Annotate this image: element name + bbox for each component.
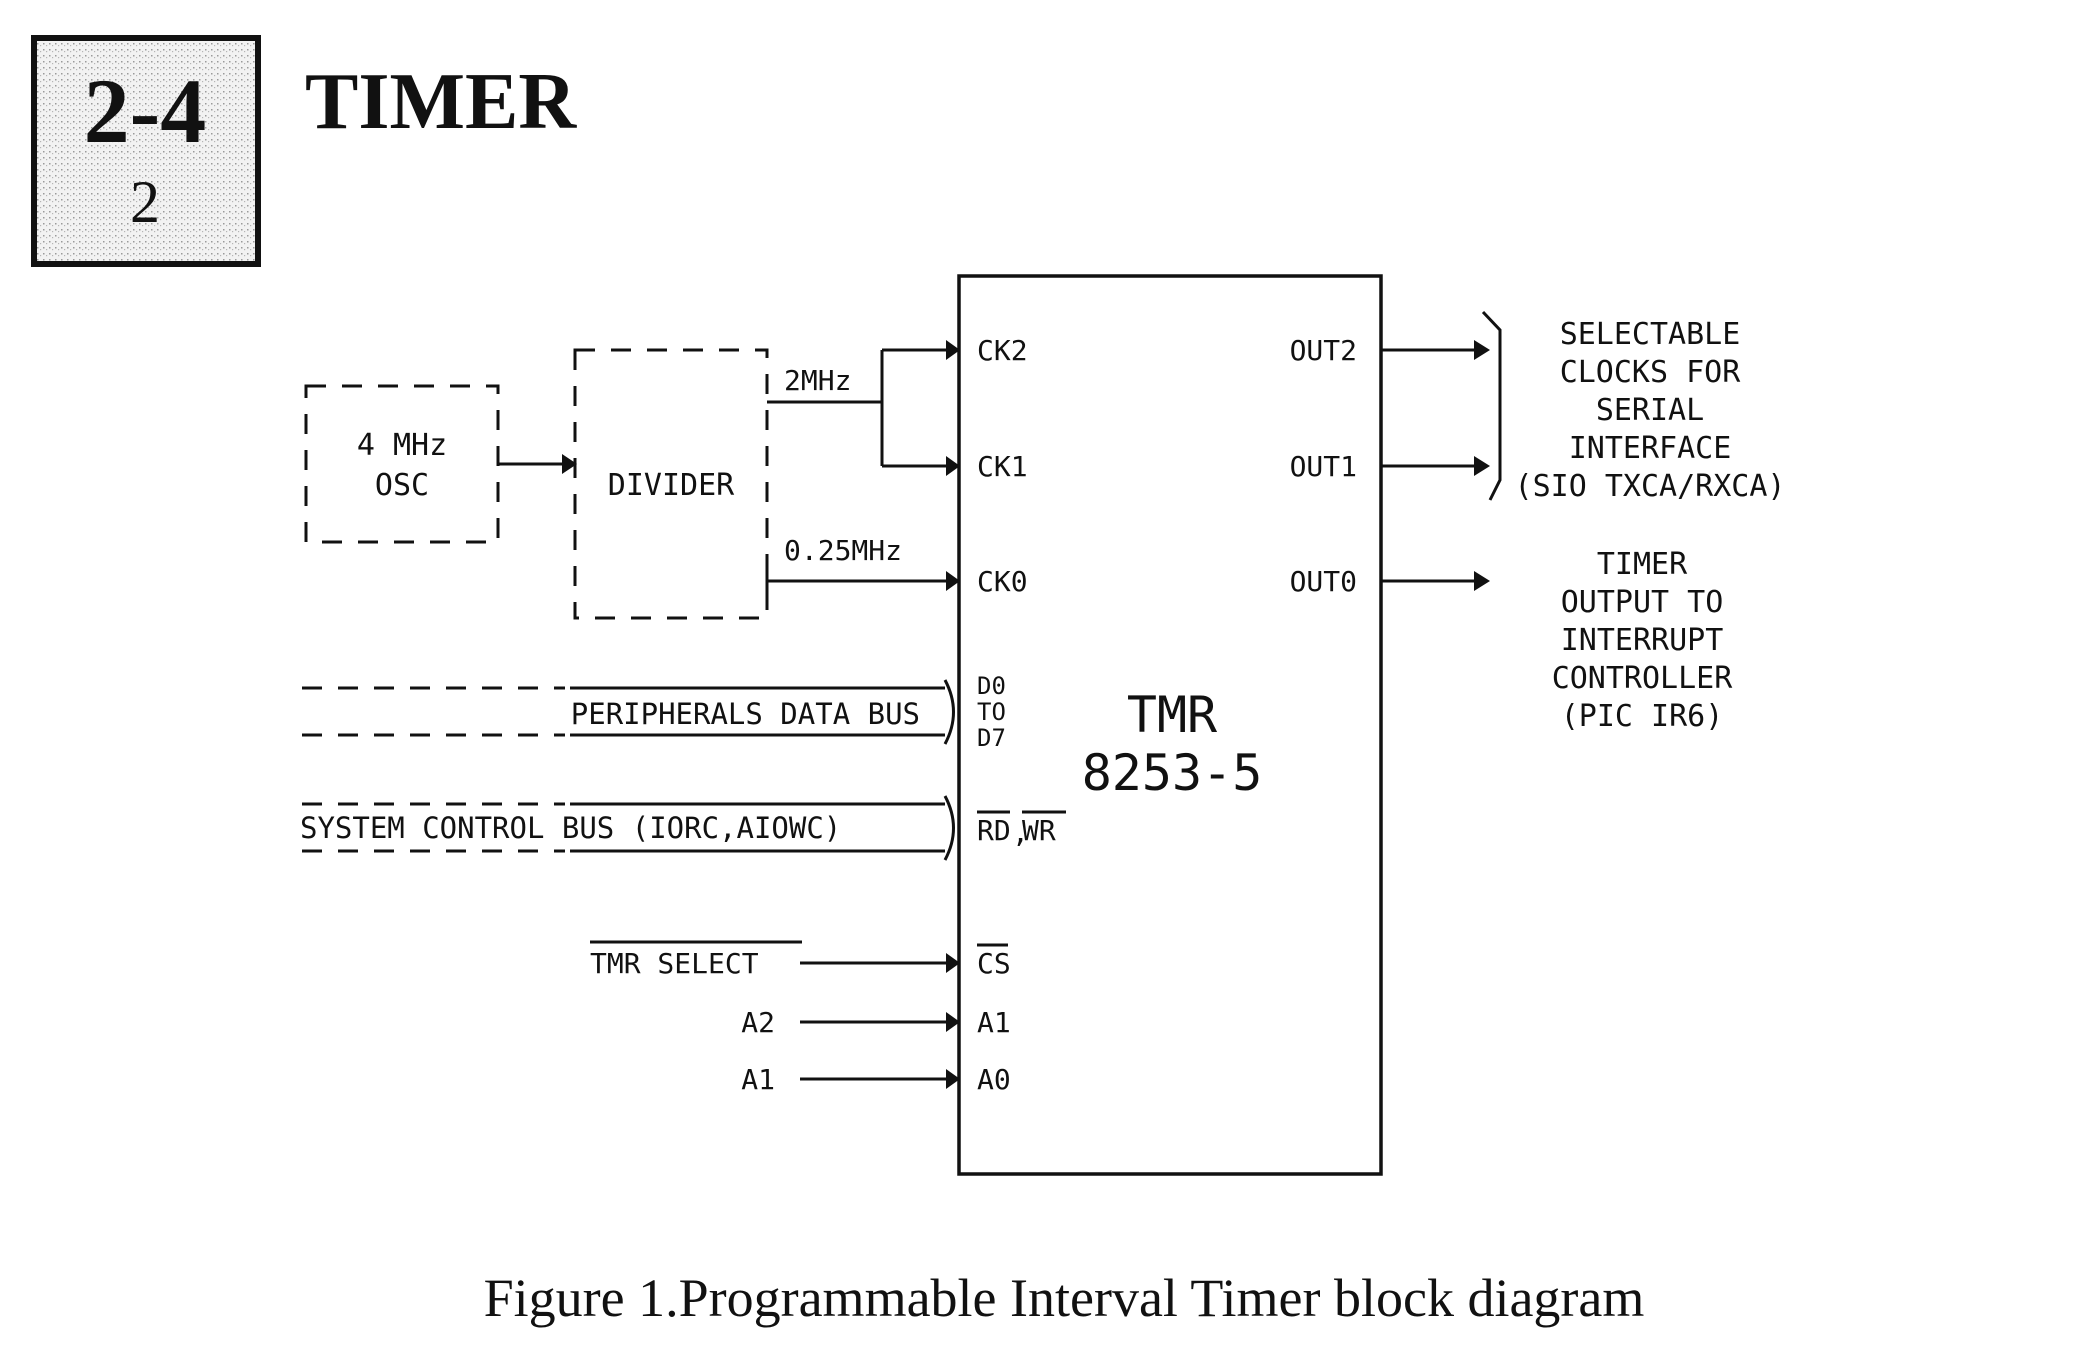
arrow-head-icon: [1474, 340, 1490, 360]
pin-ck0: CK0: [977, 565, 1028, 598]
arrow-head-icon: [946, 1012, 960, 1032]
description-line: CONTROLLER: [1552, 661, 1734, 696]
arrow-head-icon: [562, 454, 577, 474]
peripherals-bus-label: PERIPHERALS DATA BUS: [571, 697, 920, 731]
bus-bracket-icon: [943, 679, 955, 745]
pin-cs: CS: [977, 947, 1011, 980]
pin-separator: ,: [1012, 816, 1029, 849]
timer-chip-8253: [957, 274, 1383, 1176]
tmr-select-label: TMR SELECT: [590, 947, 759, 980]
pin-rd: RD: [977, 814, 1011, 847]
description-line: SERIAL: [1596, 393, 1704, 428]
bracket-icon: [1481, 310, 1502, 501]
arrow-head-icon: [946, 571, 960, 591]
system-control-bus-label: SYSTEM CONTROL BUS (IORC,AIOWC): [300, 811, 841, 845]
freq-025mhz-label: 0.25MHz: [784, 534, 902, 567]
section-number: 2-4: [84, 60, 207, 162]
a2-label: A2: [741, 1006, 775, 1039]
oscillator-block: [304, 384, 500, 544]
oscillator-label-line2: OSC: [375, 468, 429, 503]
description-line: TIMER: [1597, 547, 1688, 582]
arrow-head-icon: [946, 1069, 960, 1089]
description-line: (PIC IR6): [1561, 699, 1724, 734]
a1-label: A1: [741, 1063, 775, 1096]
divider-label: DIVIDER: [608, 468, 735, 503]
description-line: CLOCKS FOR: [1560, 355, 1742, 390]
arrow-head-icon: [1474, 456, 1490, 476]
arrow-head-icon: [946, 340, 960, 360]
system-control-bus: SYSTEM CONTROL BUS (IORC,AIOWC): [300, 795, 955, 861]
freq-2mhz-label: 2MHz: [784, 364, 851, 397]
peripherals-data-bus: PERIPHERALS DATA BUS: [302, 679, 955, 745]
serial-clocks-description: SELECTABLE CLOCKS FOR SERIAL INTERFACE (…: [1515, 317, 1786, 504]
arrow-head-icon: [946, 953, 960, 973]
pin-d7: D7: [977, 724, 1006, 752]
pin-wr: WR: [1022, 814, 1056, 847]
pin-out2: OUT2: [1290, 334, 1357, 367]
figure-caption: Figure 1.Programmable Interval Timer blo…: [484, 1268, 1645, 1328]
pin-ck1: CK1: [977, 450, 1028, 483]
description-line: SELECTABLE: [1560, 317, 1741, 352]
oscillator-label-line1: 4 MHz: [357, 428, 447, 463]
subsection-number: 2: [130, 169, 160, 235]
interrupt-output-description: TIMER OUTPUT TO INTERRUPT CONTROLLER (PI…: [1552, 547, 1734, 734]
arrow-head-icon: [946, 456, 960, 476]
description-line: (SIO TXCA/RXCA): [1515, 469, 1786, 504]
pin-out1: OUT1: [1290, 450, 1357, 483]
description-line: INTERFACE: [1569, 431, 1732, 466]
description-line: OUTPUT TO: [1561, 585, 1724, 620]
pin-ck2: CK2: [977, 334, 1028, 367]
page-title: TIMER: [305, 58, 577, 146]
pin-a1: A1: [977, 1006, 1011, 1039]
pin-a0: A0: [977, 1063, 1011, 1096]
arrow-head-icon: [1474, 571, 1490, 591]
bus-bracket-icon: [943, 795, 955, 861]
pin-out0: OUT0: [1290, 565, 1357, 598]
description-line: INTERRUPT: [1561, 623, 1724, 658]
pin-d0: D0: [977, 672, 1006, 700]
section-badge: 2-4 2: [31, 35, 261, 267]
pin-to: TO: [977, 698, 1006, 726]
divider-block: [573, 348, 769, 620]
chip-part-number: 8253-5: [1082, 744, 1263, 802]
chip-name: TMR: [1127, 686, 1218, 744]
section-badge-box: [31, 35, 261, 267]
